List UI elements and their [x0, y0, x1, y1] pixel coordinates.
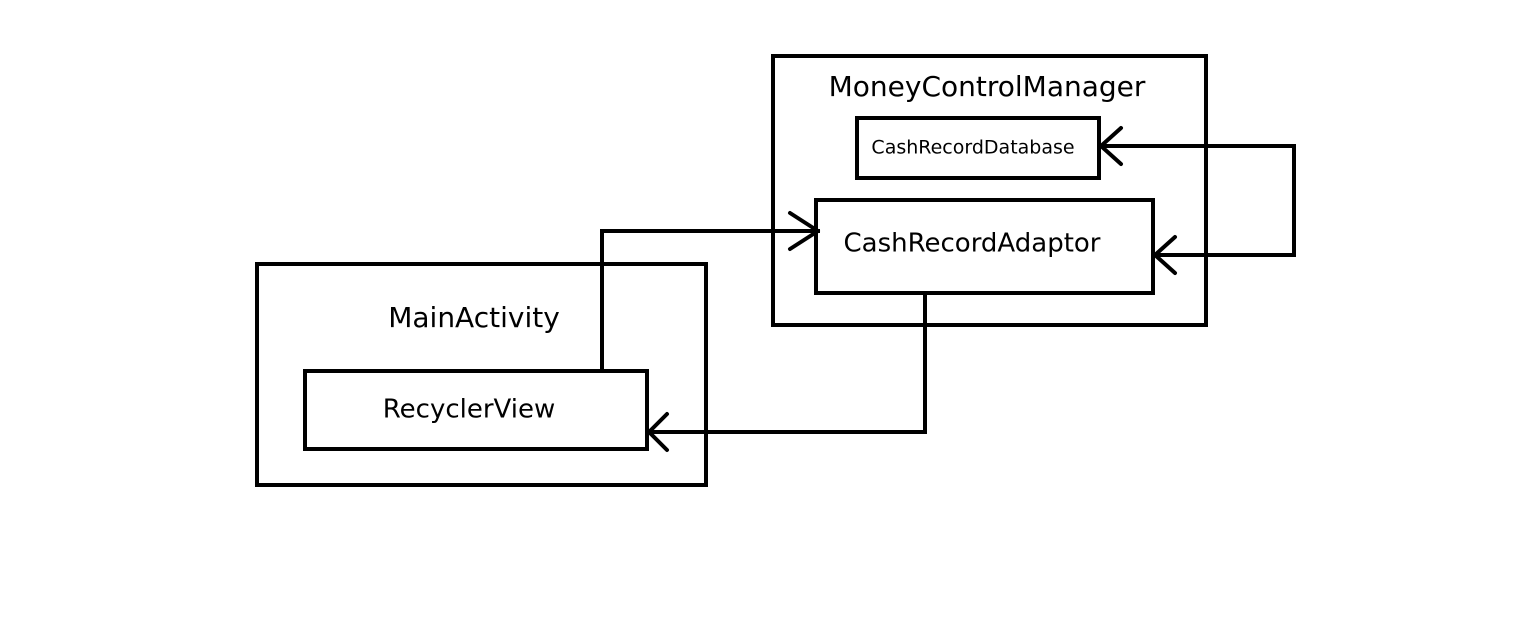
- cash-record-adaptor-label: CashRecordAdaptor: [843, 229, 1100, 259]
- main-activity-box: MainActivity: [255, 262, 708, 487]
- cash-record-database-label: CashRecordDatabase: [871, 137, 1074, 159]
- recycler-view-label: RecyclerView: [383, 395, 555, 425]
- arrowhead-icon: [1099, 126, 1123, 166]
- main-activity-label: MainActivity: [388, 301, 560, 334]
- cash-record-adaptor-box: CashRecordAdaptor: [814, 198, 1155, 295]
- edge-database-adaptor-loop: [1099, 126, 1296, 275]
- arrowhead-icon: [647, 412, 669, 452]
- recycler-view-box: RecyclerView: [303, 369, 649, 451]
- edge-adaptor-to-recyclerview: [647, 291, 927, 452]
- cash-record-database-box: CashRecordDatabase: [855, 116, 1101, 180]
- money-control-manager-label: MoneyControlManager: [829, 70, 1146, 103]
- edge-recyclerview-to-adaptor: [600, 211, 820, 373]
- arrowhead-icon: [788, 211, 820, 251]
- arrowhead-icon: [1153, 235, 1177, 275]
- money-control-manager-box: MoneyControlManager: [771, 54, 1208, 327]
